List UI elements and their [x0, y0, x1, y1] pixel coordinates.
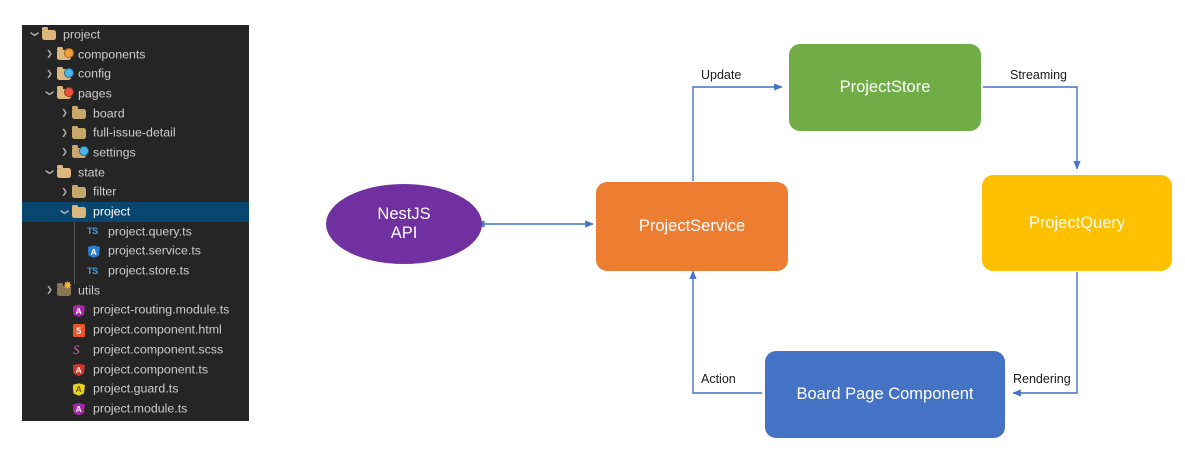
indent-guide: [74, 222, 75, 284]
folder-config-icon: [56, 66, 74, 82]
node-board-page-component-label: Board Page Component: [796, 385, 974, 404]
tree-folder-components[interactable]: components: [22, 45, 249, 65]
tree-folder-utils[interactable]: utils: [22, 281, 249, 301]
edge-rendering: [1012, 272, 1078, 397]
angular-guard-icon: [71, 382, 88, 397]
tree-file-project-query-ts[interactable]: TS project.query.ts: [22, 222, 249, 242]
folder-settings-icon: [71, 145, 89, 160]
tree-folder-project[interactable]: project: [22, 25, 249, 45]
folder-pages-icon: [56, 86, 74, 101]
node-project-store-label: ProjectStore: [839, 78, 931, 97]
node-nestjs-api-label: NestJS API: [377, 205, 431, 242]
typescript-icon: TS: [87, 226, 99, 237]
tree-file-project-routing-module-ts[interactable]: project-routing.module.ts: [22, 301, 249, 321]
tree-file-project-service-ts[interactable]: project.service.ts: [22, 242, 249, 262]
tree-folder-config[interactable]: config: [22, 64, 249, 84]
tree-file-project-component-ts[interactable]: project.component.ts: [22, 360, 249, 380]
tree-item-label: state: [78, 165, 105, 180]
node-board-page-component[interactable]: Board Page Component: [765, 351, 1005, 438]
edge-streaming: [983, 86, 1081, 170]
folder-icon: [71, 184, 88, 200]
angular-component-icon: [71, 362, 88, 377]
angular-module-icon: [71, 303, 88, 318]
folder-icon: [56, 165, 73, 180]
tree-item-label: project.service.ts: [108, 243, 201, 258]
folder-icon: [71, 106, 88, 121]
tree-item-label: project.guard.ts: [93, 381, 179, 396]
tree-item-label: filter: [93, 184, 117, 199]
tree-item-label: project.component.html: [93, 322, 222, 337]
tree-item-label: project.module.ts: [93, 401, 188, 416]
tree-item-label: project.query.ts: [108, 224, 192, 239]
tree-file-project-module-ts[interactable]: project.module.ts: [22, 399, 249, 419]
tree-folder-state[interactable]: state: [22, 163, 249, 183]
tree-item-label: full-issue-detail: [93, 125, 176, 140]
node-project-service[interactable]: ProjectService: [596, 182, 788, 271]
folder-components-icon: [56, 47, 74, 62]
edge-update: [692, 83, 783, 181]
file-explorer[interactable]: project components config pages board full-is…: [22, 25, 249, 421]
tree-item-label: settings: [93, 145, 136, 160]
edge-label-update: Update: [701, 68, 742, 82]
tree-item-label: config: [78, 66, 112, 81]
edge-label-action: Action: [701, 372, 736, 386]
tree-item-label: project.component.ts: [93, 362, 209, 377]
node-project-query[interactable]: ProjectQuery: [982, 175, 1172, 271]
tree-folder-filter[interactable]: filter: [22, 183, 249, 203]
tree-item-label: components: [78, 47, 146, 62]
angular-service-icon: [86, 244, 103, 259]
edge-label-streaming: Streaming: [1010, 68, 1067, 82]
node-project-query-label: ProjectQuery: [1028, 213, 1126, 232]
folder-utils-icon: [56, 281, 73, 298]
edge-label-rendering: Rendering: [1013, 372, 1071, 386]
tree-folder-board[interactable]: board: [22, 104, 249, 124]
typescript-icon: TS: [87, 265, 99, 276]
tree-folder-project[interactable]: project: [22, 202, 249, 222]
node-nestjs-api[interactable]: NestJS API: [326, 184, 482, 264]
tree-folder-full-issue-detail[interactable]: full-issue-detail: [22, 123, 249, 143]
angular-module-icon: [71, 401, 88, 416]
tree-item-label: project: [93, 204, 131, 219]
tree-item-label: project.component.scss: [93, 342, 224, 357]
tree-item-label: pages: [78, 86, 112, 101]
folder-icon: [71, 204, 88, 220]
tree-item-label: board: [93, 106, 125, 121]
tree-folder-settings[interactable]: settings: [22, 143, 249, 163]
node-project-service-label: ProjectService: [638, 217, 746, 236]
tree-folder-pages[interactable]: pages: [22, 84, 249, 104]
edge-action: [689, 270, 762, 394]
tree-file-project-guard-ts[interactable]: project.guard.ts: [22, 379, 249, 399]
html5-icon: [71, 323, 88, 338]
tree-file-project-store-ts[interactable]: TS project.store.ts: [22, 261, 249, 281]
tree-file-project-component-html[interactable]: project.component.html: [22, 320, 249, 340]
folder-icon: [41, 27, 58, 42]
node-project-store[interactable]: ProjectStore: [789, 44, 981, 131]
sass-icon: S: [73, 342, 80, 358]
tree-item-label: project.store.ts: [108, 263, 190, 278]
tree-item-label: project-routing.module.ts: [93, 302, 230, 317]
tree-item-label: project: [63, 27, 101, 42]
tree-item-label: utils: [78, 283, 101, 298]
folder-icon: [71, 125, 88, 141]
